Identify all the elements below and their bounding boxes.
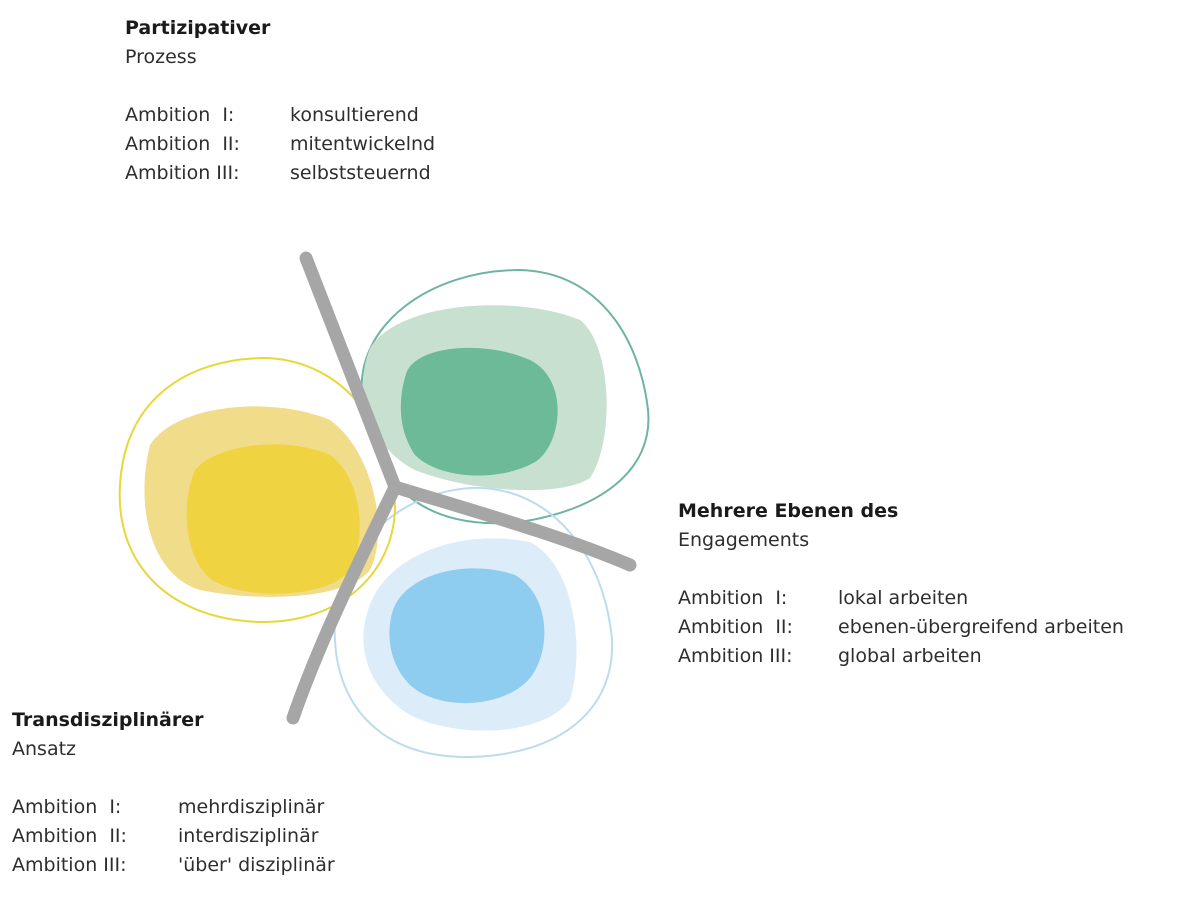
pillar-title: Transdisziplinärer xyxy=(12,709,204,731)
green-outer-outline xyxy=(360,268,650,525)
ambition-value: interdisziplinär xyxy=(178,825,319,847)
green-dark-blob xyxy=(400,347,558,476)
ambition-row: Ambition I: mehrdisziplinär xyxy=(12,793,335,822)
pillar-subtitle: Prozess xyxy=(125,46,197,68)
pillar-title: Partizipativer xyxy=(125,17,271,39)
blue-dark-blob xyxy=(389,568,545,704)
ambition-row: Ambition II: mitentwickelnd xyxy=(125,130,435,159)
pillar-transdisziplinaerer-ansatz: Transdisziplinärer Ansatz Ambition I: me… xyxy=(12,706,335,880)
ambition-label: Ambition II: xyxy=(678,616,793,638)
yellow-outer-outline xyxy=(118,356,397,624)
ambition-row: Ambition III: 'über' disziplinär xyxy=(12,851,335,880)
ambition-value: global arbeiten xyxy=(838,645,982,667)
divider-top xyxy=(299,251,402,494)
ambition-label: Ambition III: xyxy=(125,162,240,184)
ambition-row: Ambition III: global arbeiten xyxy=(678,642,1124,671)
ambition-value: ebenen-übergreifend arbeiten xyxy=(838,616,1124,638)
divider-right xyxy=(388,480,637,572)
ambition-label: Ambition III: xyxy=(12,854,127,876)
ambition-value: 'über' disziplinär xyxy=(178,854,335,876)
ambition-row: Ambition I: lokal arbeiten xyxy=(678,584,1124,613)
ambition-label: Ambition I: xyxy=(678,587,788,609)
ambition-label: Ambition I: xyxy=(12,796,122,818)
ambition-label: Ambition III: xyxy=(678,645,793,667)
pillar-subtitle: Ansatz xyxy=(12,738,77,760)
ambition-row: Ambition II: ebenen-übergreifend arbeite… xyxy=(678,613,1124,642)
pillar-partizipativer-prozess: Partizipativer Prozess Ambition I: konsu… xyxy=(125,14,435,188)
ambition-value: selbststeuernd xyxy=(290,162,431,184)
yellow-dark-blob xyxy=(186,444,360,594)
pillar-title: Mehrere Ebenen des xyxy=(678,500,899,522)
ambition-label: Ambition I: xyxy=(125,104,235,126)
ambition-label: Ambition II: xyxy=(125,133,240,155)
ambition-label: Ambition II: xyxy=(12,825,127,847)
ambition-value: mitentwickelnd xyxy=(290,133,436,155)
ambition-row: Ambition I: konsultierend xyxy=(125,101,435,130)
pillar-mehrere-ebenen: Mehrere Ebenen des Engagements Ambition … xyxy=(678,497,1124,671)
ambition-value: mehrdisziplinär xyxy=(178,796,325,818)
blue-outer-outline xyxy=(333,486,614,759)
ambition-value: konsultierend xyxy=(290,104,419,126)
pillar-subtitle: Engagements xyxy=(678,529,810,551)
divider-lines xyxy=(286,251,637,725)
ambition-row: Ambition III: selbststeuernd xyxy=(125,159,435,188)
divider-bottom xyxy=(286,480,402,725)
ambition-value: lokal arbeiten xyxy=(838,587,969,609)
ambition-row: Ambition II: interdisziplinär xyxy=(12,822,335,851)
